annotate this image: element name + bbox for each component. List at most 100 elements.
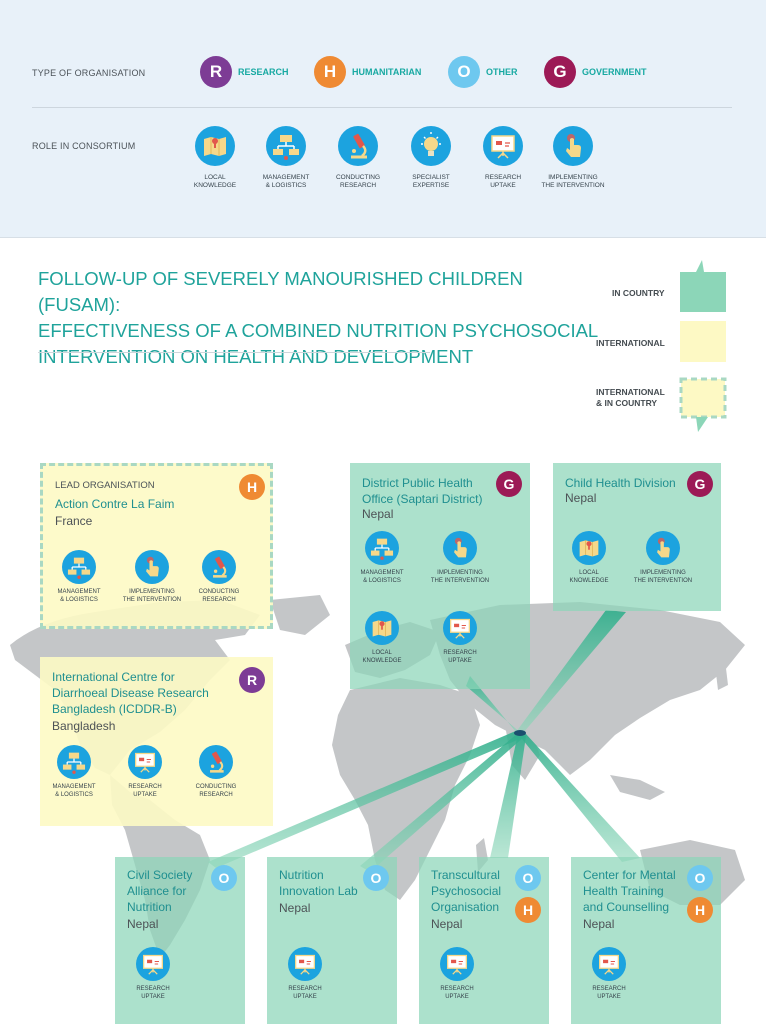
presentation-board-icon [443, 611, 477, 645]
org-chart-icon [365, 531, 399, 565]
research-badge-icon: R [200, 56, 232, 88]
humanitarian-badge-icon: H [239, 474, 265, 500]
role-caption-line: THE INTERVENTION [541, 182, 605, 190]
presentation-board-icon [128, 745, 162, 779]
org-name: Action Contre La Faim [55, 497, 175, 511]
org-name-line: International Centre for [52, 670, 175, 684]
key-international-swatch [680, 321, 726, 362]
org-name: Child Health Division [565, 476, 676, 490]
role-caption-line: & LOGISTICS [55, 791, 93, 798]
other-badge-icon: O [363, 865, 389, 891]
microscope-icon [202, 550, 236, 584]
presentation-board-icon [592, 947, 626, 981]
org-card-acf: LEAD ORGANISATION Action Contre La Faim … [40, 463, 273, 629]
role-caption-line: LOCAL [372, 650, 392, 656]
role-caption-line: UPTAKE [490, 182, 516, 190]
role-management: MANAGEMENT& LOGISTICS [36, 745, 112, 800]
org-name-line: Innovation Lab [279, 884, 358, 898]
key-in-country-swatch [680, 260, 726, 312]
org-name-line: Bangladesh (ICDDR-B) [52, 702, 177, 716]
org-name-line: Transcultural [431, 868, 500, 882]
humanitarian-badge-icon: H [314, 56, 346, 88]
key-both-line: & IN COUNTRY [596, 398, 658, 408]
role-caption-line: RESEARCH [443, 650, 477, 656]
role-caption-line: THE INTERVENTION [122, 596, 182, 603]
role-caption-line: UPTAKE [445, 993, 469, 1000]
pointing-hand-icon [553, 126, 593, 166]
map-icon [572, 531, 606, 565]
org-name-line: Alliance for [127, 884, 187, 898]
role-caption-line: UPTAKE [133, 791, 157, 798]
legend-type-name: GOVERNMENT [582, 67, 647, 77]
role-management: MANAGEMENT& LOGISTICS [41, 550, 117, 605]
org-country: Nepal [431, 917, 463, 931]
role-caption-line: KNOWLEDGE [362, 657, 402, 664]
microscope-icon [338, 126, 378, 166]
org-name-line: and Counselling [583, 900, 670, 914]
role-caption-line: CONDUCTING [195, 784, 237, 790]
presentation-board-icon [136, 947, 170, 981]
role-caption-line: IMPLEMENTING [548, 174, 598, 181]
research-badge-icon: R [239, 667, 265, 693]
role-caption-line: IMPLEMENTING [640, 570, 686, 576]
role-caption-line: RESEARCH [592, 986, 626, 992]
role-caption-line: UPTAKE [597, 993, 621, 1000]
role-in-consortium-label: ROLE IN CONSORTIUM [32, 141, 136, 151]
org-name-line: Health Training [583, 884, 664, 898]
role-caption-line: MANAGEMENT [57, 589, 101, 595]
legend-type-other: O OTHER [448, 56, 518, 88]
role-caption-line: CONDUCTING [335, 174, 381, 181]
legend-panel: TYPE OF ORGANISATION R RESEARCH H HUMANI… [0, 0, 766, 238]
title-divider [38, 352, 430, 353]
title-line: FOLLOW-UP OF SEVERELY MANOURISHED CHILDR… [38, 268, 523, 315]
role-caption-line: RESEARCH [288, 986, 322, 992]
government-badge-icon: G [687, 471, 713, 497]
org-name-line: Center for Mental [583, 868, 676, 882]
map-icon [365, 611, 399, 645]
legend-role-management: MANAGEMENT& LOGISTICS [246, 126, 326, 191]
presentation-board-icon [483, 126, 523, 166]
map-icon [195, 126, 235, 166]
legend-divider [32, 107, 732, 108]
org-country: Nepal [127, 917, 159, 931]
role-caption-line: UPTAKE [141, 993, 165, 1000]
org-country: Nepal [279, 901, 311, 915]
org-chart-icon [57, 745, 91, 779]
role-caption-line: SPECIALIST [412, 174, 450, 181]
org-name-line: District Public Health [362, 476, 473, 490]
role-caption-line: THE INTERVENTION [633, 577, 693, 584]
org-chart-icon [62, 550, 96, 584]
key-in-country-label: IN COUNTRY [612, 288, 665, 298]
key-both-label: INTERNATIONAL& IN COUNTRY [596, 387, 665, 409]
government-badge-icon: G [496, 471, 522, 497]
org-name-line: Psychosocial [431, 884, 502, 898]
org-name-line: Nutrition [127, 900, 172, 914]
role-caption-line: RESEARCH [484, 174, 522, 181]
role-caption-line: RESEARCH [199, 791, 233, 798]
role-caption-line: IMPLEMENTING [437, 570, 483, 576]
type-of-organisation-label: TYPE OF ORGANISATION [32, 68, 146, 78]
role-caption-line: & LOGISTICS [265, 182, 307, 190]
other-badge-icon: O [211, 865, 237, 891]
role-caption-line: MANAGEMENT [262, 174, 310, 181]
